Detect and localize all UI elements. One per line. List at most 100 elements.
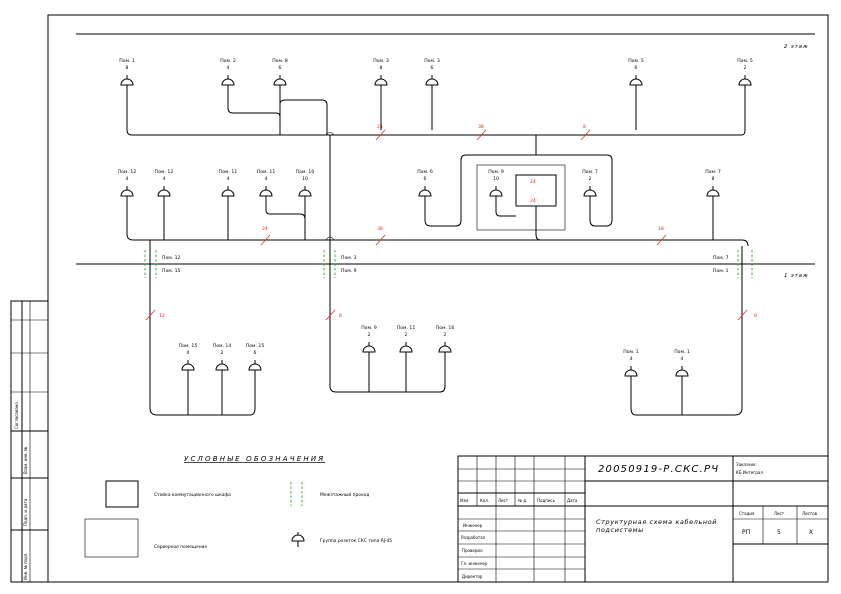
- legend-passage-text: Межэтажный проход: [320, 491, 369, 498]
- socket-count-label: 10: [302, 176, 308, 182]
- socket-count-label: 8: [126, 65, 129, 71]
- rack-label-upper: 24: [530, 179, 536, 185]
- legend-heading: УСЛОВНЫЕ ОБОЗНАЧЕНИЯ: [184, 455, 325, 463]
- socket-count-label: 8: [712, 176, 715, 182]
- socket-group-s22: Пом. 162: [436, 325, 454, 358]
- cable-routes: [126, 91, 749, 416]
- socket-group-s6: Пом. 56: [628, 58, 644, 91]
- stamp-role-chief: Гл. инженер: [461, 561, 488, 566]
- stamp-role-developer: Разработал: [461, 535, 486, 540]
- stamp-title-line: Структурная схема кабельной: [596, 518, 717, 526]
- rj45-socket-icon: [425, 78, 439, 86]
- socket-group-s3: Пом. 86: [272, 58, 288, 91]
- side-label-sign-date: Подп. и дата: [23, 498, 28, 526]
- socket-count-label: 2: [221, 350, 224, 356]
- stamp-sheets-value: Х: [809, 529, 813, 536]
- cable-count-c5: 38: [377, 226, 383, 232]
- legend: УСЛОВНЫЕ ОБОЗНАЧЕНИЯ Стойка коммутационн…: [84, 455, 392, 558]
- cable-count-c7: 12: [159, 313, 165, 319]
- cable-count-c4: 24: [262, 226, 268, 232]
- socket-room-label: Пом. 6: [417, 169, 433, 175]
- socket-group-s1: Пом. 18: [119, 58, 135, 91]
- riser-right-bottom: Пом. 1: [713, 268, 729, 274]
- cable-count-c1: 24: [377, 124, 383, 130]
- socket-count-label: 4: [630, 356, 633, 362]
- stamp-customer: КБ Интеграл: [736, 470, 763, 475]
- socket-group-s8: Пом. 124: [118, 169, 137, 202]
- riser-left-bottom: Пом. 15: [162, 268, 181, 274]
- cable-count-c9: 8: [754, 313, 757, 319]
- server-room-box: [476, 164, 566, 231]
- socket-room-label: Пом. 15: [179, 343, 198, 349]
- socket-room-label: Пом. 5: [737, 58, 753, 64]
- rj45-socket-icon: [248, 363, 262, 371]
- socket-group-s11: Пом. 114: [257, 169, 276, 202]
- stamp-title-line: подсистемы: [596, 526, 644, 534]
- socket-count-label: 4: [681, 356, 684, 362]
- socket-count-label: 4: [187, 350, 190, 356]
- socket-room-label: Пом. 11: [219, 169, 238, 175]
- socket-group-s19: Пом. 156: [246, 343, 264, 376]
- socket-room-label: Пом. 7: [705, 169, 721, 175]
- rj45-socket-icon: [675, 369, 689, 377]
- socket-room-label: Пом. 11: [257, 169, 276, 175]
- socket-room-label: Пом. 9: [488, 169, 504, 175]
- socket-count-label: 2: [744, 65, 747, 71]
- side-label-agreed: Согласовано: [14, 402, 19, 429]
- rj45-socket-icon: [215, 363, 229, 371]
- side-stamp: Согласовано Взам. инв. № Подп. и дата Ин…: [10, 300, 49, 583]
- floor2-label: 2 этаж: [784, 44, 809, 50]
- title-block: Изм. Кол. Лист № д. Подпись Дата Инженер…: [457, 455, 829, 583]
- rj45-socket-icon: [120, 78, 134, 86]
- stamp-col-list: Лист: [498, 498, 509, 503]
- socket-room-label: Пом. 3: [373, 58, 389, 64]
- rj45-socket-icon: [583, 189, 597, 197]
- legend-socket-text: Группа розеток СКС типа RJ-45: [320, 538, 392, 544]
- legend-rack-symbol: [105, 480, 139, 508]
- floor-passages: Пом. 12 Пом. 15 Пом. 3 Пом. 9 Пом. 7 Пом…: [144, 250, 753, 278]
- socket-room-label: Пом. 9: [361, 325, 377, 331]
- socket-group-s2: Пом. 24: [220, 58, 236, 91]
- rj45-socket-icon: [362, 345, 376, 353]
- cable-count-c2: 38: [478, 124, 484, 130]
- stamp-col-date: Дата: [567, 498, 578, 503]
- socket-group-s5: Пом. 36: [424, 58, 440, 91]
- socket-count-label: 4: [126, 176, 129, 182]
- stamp-col-izm: Изм.: [460, 498, 469, 503]
- socket-count-label: 6: [254, 350, 257, 356]
- stamp-col-sign: Подпись: [537, 498, 556, 503]
- socket-room-label: Пом. 1: [119, 58, 135, 64]
- socket-room-label: Пом. 7: [582, 169, 598, 175]
- rj45-socket-icon: [418, 189, 432, 197]
- stamp-code: 20050919-Р.СКС.РЧ: [598, 464, 719, 475]
- cable-count-c6: 18: [658, 226, 664, 232]
- rj45-socket-icon: [624, 369, 638, 377]
- stamp-sheet-label: Лист: [774, 511, 785, 516]
- socket-count-label: 8: [380, 65, 383, 71]
- socket-room-label: Пом. 12: [118, 169, 137, 175]
- rj45-socket-icon: [120, 189, 134, 197]
- riser-left-top: Пом. 12: [162, 255, 181, 261]
- legend-rack-text: Стойка коммутационного шкафа: [154, 491, 231, 498]
- socket-count-label: 2: [444, 332, 447, 338]
- socket-room-label: Пом. 3: [424, 58, 440, 64]
- rj45-socket-icon: [221, 78, 235, 86]
- rj45-socket-icon: [629, 78, 643, 86]
- rack-label-lower: 24: [530, 198, 536, 204]
- riser-mid-top: Пом. 3: [341, 255, 357, 261]
- socket-group-s10: Пом. 114: [219, 169, 238, 202]
- socket-room-label: Пом. 1: [623, 349, 639, 355]
- socket-room-label: Пом. 5: [628, 58, 644, 64]
- stamp-role-director: Директор: [462, 574, 483, 579]
- socket-group-s21: Пом. 112: [397, 325, 415, 358]
- socket-count-label: 10: [493, 176, 499, 182]
- stamp-col-kol: Кол.: [480, 498, 489, 503]
- stamp-role-engineer: Инженер: [463, 523, 483, 528]
- legend-socket-symbol: [291, 532, 305, 547]
- legend-server-symbol: [84, 518, 139, 558]
- cable-count-c3: 8: [583, 124, 586, 130]
- socket-room-label: Пом. 8: [272, 58, 288, 64]
